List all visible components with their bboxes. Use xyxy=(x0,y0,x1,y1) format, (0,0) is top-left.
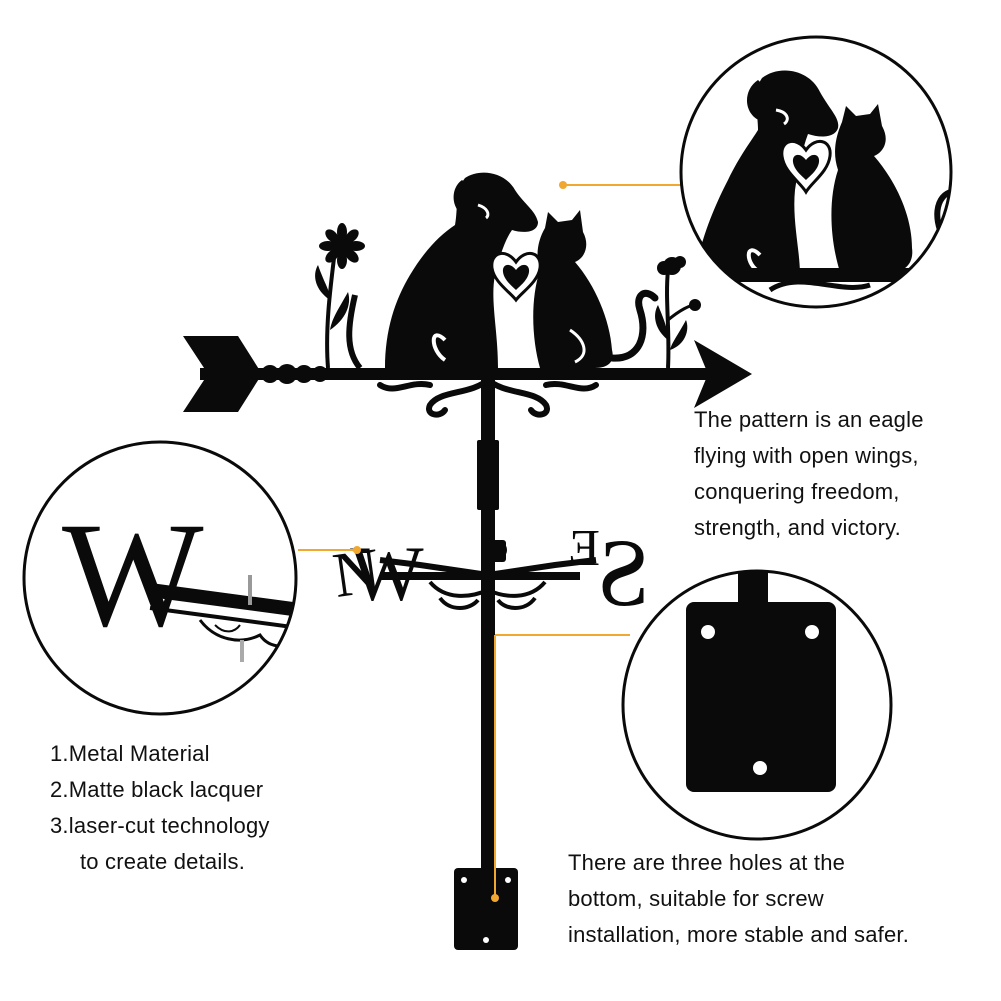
left-flower xyxy=(315,223,365,370)
holes-description: There are three holes at the bottom, sui… xyxy=(568,845,909,953)
compass-letter-east: E xyxy=(568,520,600,577)
zoom-dog-silhouette xyxy=(695,70,839,275)
right-flower xyxy=(655,256,701,369)
compass-letter-south: S xyxy=(597,519,650,626)
pattern-line: conquering freedom, xyxy=(694,479,900,504)
cat-silhouette xyxy=(533,210,613,368)
pole-sleeve xyxy=(477,440,499,510)
cat-tail xyxy=(608,289,659,362)
weathervane: N W E S xyxy=(183,172,752,950)
zoom-cat-silhouette xyxy=(831,104,913,272)
pattern-line: strength, and victory. xyxy=(694,515,901,540)
holes-line: There are three holes at the xyxy=(568,850,846,875)
arrow-shaft xyxy=(200,368,720,380)
plate-hole xyxy=(701,625,715,639)
plate-hole xyxy=(753,761,767,775)
compass-arms xyxy=(379,540,597,610)
feature-item: 3.laser-cut technology xyxy=(50,813,270,838)
compass-letter-west: W xyxy=(350,530,424,617)
callout-lines xyxy=(298,181,682,902)
callout-dot-holes xyxy=(491,894,499,902)
zoom-mounting-plate xyxy=(686,602,836,792)
feature-list: 1.Metal Material 2.Matte black lacquer 3… xyxy=(50,736,270,880)
pattern-line: The pattern is an eagle xyxy=(694,407,924,432)
zoom-circle-pattern xyxy=(679,35,953,309)
arrow-tail xyxy=(183,336,262,412)
dog-silhouette xyxy=(385,172,538,368)
arrow-head xyxy=(694,340,752,408)
mounting-plate xyxy=(454,868,518,950)
zoom-circle-plate xyxy=(621,569,893,841)
pattern-description: The pattern is an eagle flying with open… xyxy=(694,402,924,546)
zoom-letter-west: W xyxy=(62,492,204,658)
zoom-circle-letter: W xyxy=(22,440,298,716)
callout-dot-pattern xyxy=(559,181,567,189)
scroll-ornament xyxy=(377,377,599,418)
feature-item: to create details. xyxy=(80,849,246,874)
plate-hole xyxy=(805,625,819,639)
feature-item: 2.Matte black lacquer xyxy=(50,777,264,802)
pattern-line: flying with open wings, xyxy=(694,443,919,468)
callout-dot-material xyxy=(353,546,361,554)
holes-line: bottom, suitable for screw xyxy=(568,886,824,911)
holes-line: installation, more stable and safer. xyxy=(568,922,910,947)
feature-item: 1.Metal Material xyxy=(50,741,210,766)
